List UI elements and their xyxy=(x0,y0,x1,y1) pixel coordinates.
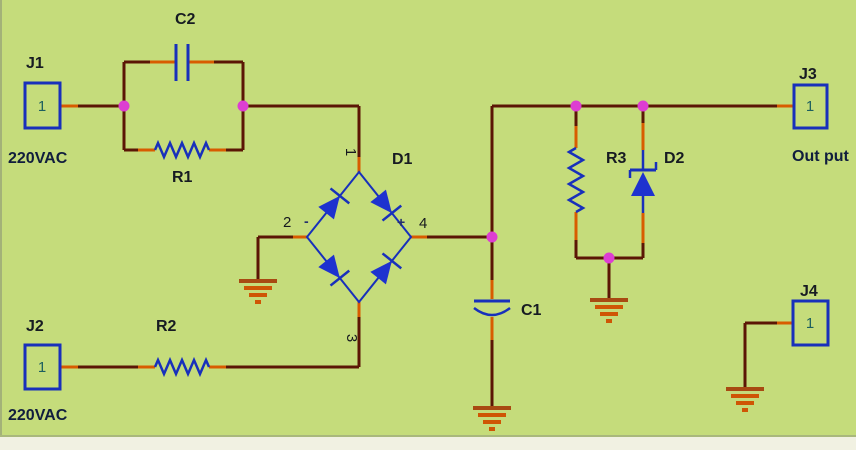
junction-dot xyxy=(118,100,130,112)
bridge-pin3-number: 3 xyxy=(343,333,360,343)
bottom-strip xyxy=(0,435,856,450)
junction-dot xyxy=(637,100,649,112)
designator-d2[interactable]: D2 xyxy=(664,150,685,167)
connector-box xyxy=(791,299,830,347)
bridge-minus-sign: - xyxy=(304,213,309,229)
ground-symbol[interactable] xyxy=(590,298,628,323)
junction-dot xyxy=(603,252,615,264)
connector-j2-pin-number: 1 xyxy=(37,359,47,376)
caption-j2-220vac[interactable]: 220VAC xyxy=(8,407,68,424)
resistor-r3[interactable] xyxy=(566,146,586,214)
ground-symbol[interactable] xyxy=(726,387,764,412)
connector-j4[interactable] xyxy=(791,299,830,347)
resistor-zigzag-icon xyxy=(566,146,586,214)
diode-icon xyxy=(318,187,351,220)
junction-dot xyxy=(237,100,249,112)
wire-segment xyxy=(60,60,793,408)
connector-j3-pin-number: 1 xyxy=(805,98,815,115)
ground-symbol[interactable] xyxy=(473,406,511,431)
diode-icon xyxy=(370,189,403,222)
caption-j1-220vac[interactable]: 220VAC xyxy=(8,150,68,167)
bridge-pin1-number: 1 xyxy=(342,147,359,157)
designator-c2[interactable]: C2 xyxy=(175,11,196,28)
capacitor-c1[interactable] xyxy=(473,299,511,317)
designator-j4[interactable]: J4 xyxy=(800,283,818,300)
left-edge-artifact xyxy=(0,0,2,450)
zener-diode-d2[interactable] xyxy=(628,150,658,213)
designator-r1[interactable]: R1 xyxy=(172,169,193,186)
junction-dot xyxy=(570,100,582,112)
designator-j1[interactable]: J1 xyxy=(26,55,44,72)
capacitor-c2[interactable] xyxy=(174,44,190,81)
designator-j3[interactable]: J3 xyxy=(799,66,817,83)
caption-j3-output[interactable]: Out put xyxy=(792,148,849,165)
pin-net[interactable] xyxy=(60,60,793,369)
bridge-pin2-number: 2 xyxy=(283,214,292,231)
ground-symbol[interactable] xyxy=(239,279,277,304)
designator-r3[interactable]: R3 xyxy=(606,150,627,167)
bridge-outline xyxy=(305,170,413,304)
designator-j2[interactable]: J2 xyxy=(26,318,44,335)
designator-d1[interactable]: D1 xyxy=(392,151,413,168)
capacitor-plates-icon xyxy=(174,44,190,81)
connector-j1-pin-number: 1 xyxy=(37,98,47,115)
connector-box xyxy=(23,343,62,391)
resistor-r2[interactable] xyxy=(153,356,211,378)
resistor-r1[interactable] xyxy=(153,139,211,161)
connector-j1[interactable] xyxy=(23,81,62,130)
connector-box xyxy=(23,81,62,130)
designator-c1[interactable]: C1 xyxy=(521,302,542,319)
junction-dots xyxy=(118,100,649,264)
resistor-zigzag-icon xyxy=(153,139,211,161)
diode-icon xyxy=(370,252,403,285)
bridge-plus-sign: + xyxy=(397,214,406,230)
connector-j2[interactable] xyxy=(23,343,62,391)
diode-icon xyxy=(318,254,351,287)
zener-wings-icon xyxy=(628,162,658,178)
connector-j3[interactable] xyxy=(792,83,829,130)
capacitor-curved-plate-icon xyxy=(473,306,511,317)
designator-r2[interactable]: R2 xyxy=(156,318,177,335)
diode-triangle-icon xyxy=(631,172,655,196)
resistor-zigzag-icon xyxy=(153,356,211,378)
pin-segment xyxy=(60,60,793,369)
connector-j4-pin-number: 1 xyxy=(805,315,815,332)
bridge-rectifier-d1[interactable] xyxy=(305,170,413,304)
wire-net[interactable] xyxy=(60,60,793,408)
bridge-pin4-number: 4 xyxy=(419,215,428,232)
connector-box xyxy=(792,83,829,130)
junction-dot xyxy=(486,231,498,243)
